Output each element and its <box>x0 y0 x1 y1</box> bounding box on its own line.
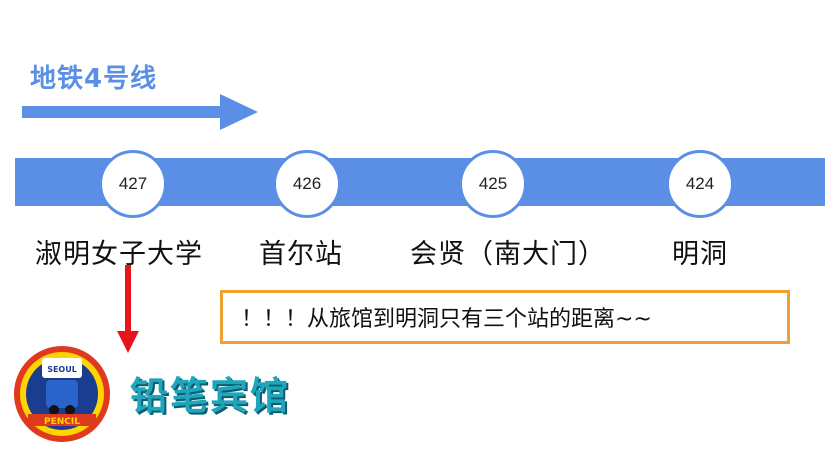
station-424-name: 明洞 <box>672 239 728 270</box>
down-arrow-icon <box>117 265 139 353</box>
distance-note-text: ！！！从旅馆到明洞只有三个站的距离~~ <box>241 307 652 332</box>
station-424-marker: 424 <box>666 150 734 218</box>
pencil-hostel-logo: SEOUL PENCIL <box>14 346 110 442</box>
station-427-name: 淑明女子大学 <box>35 239 203 270</box>
station-426-marker: 426 <box>273 150 341 218</box>
station-426-name: 首尔站 <box>259 239 343 270</box>
hostel-name: 铅笔宾馆 <box>130 374 291 418</box>
line-title: 地铁4号线 <box>30 64 158 94</box>
station-425-marker: 425 <box>459 150 527 218</box>
station-425-name: 会贤（南大门） <box>410 239 606 270</box>
distance-note: ！！！从旅馆到明洞只有三个站的距离~~ <box>220 290 790 344</box>
svg-text:PENCIL: PENCIL <box>44 417 80 427</box>
station-427-marker: 427 <box>99 150 167 218</box>
train-icon <box>46 380 78 415</box>
direction-arrow-icon <box>22 94 258 130</box>
logo-text-top: SEOUL <box>42 358 82 378</box>
svg-text:SEOUL: SEOUL <box>47 365 77 374</box>
